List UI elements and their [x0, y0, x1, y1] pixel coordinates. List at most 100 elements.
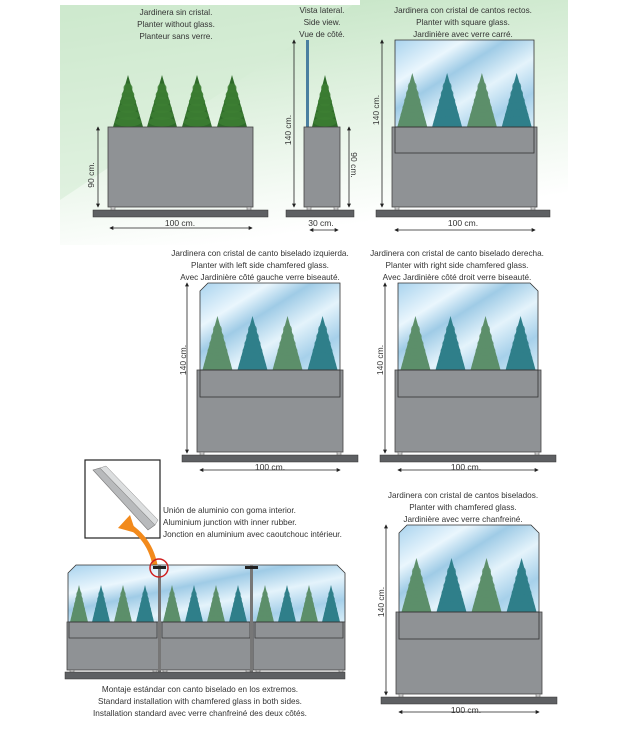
arrow-head-icon — [118, 515, 136, 533]
tree-foliage — [185, 110, 209, 120]
tree-foliage — [517, 566, 527, 577]
tree-foliage — [477, 81, 487, 92]
tree-foliage — [306, 590, 312, 598]
tree-foliage — [319, 90, 331, 100]
planter-rim — [254, 621, 344, 639]
base-slab — [64, 671, 346, 680]
height-label: 140 cm. — [178, 345, 188, 375]
tree-foliage — [440, 345, 461, 356]
tree-foliage — [189, 600, 199, 608]
tree-foliage — [326, 600, 336, 608]
tree-foliage — [76, 590, 82, 598]
tree-foliage — [408, 580, 425, 591]
tree-foliage — [401, 359, 429, 370]
caption-line: Planter with left side chamfered glass. — [191, 261, 329, 270]
junction-post — [158, 565, 161, 672]
tree-foliage — [321, 83, 329, 93]
height-label: 90 cm. — [86, 162, 96, 188]
tree-foliage — [117, 605, 129, 613]
tree-foliage — [512, 81, 522, 92]
tree-foliage — [167, 600, 177, 608]
tree-foliage — [440, 88, 454, 99]
tree-foliage — [473, 95, 490, 106]
tree-foliage — [472, 102, 492, 113]
caption-line: Montaje estándar con canto biselado en l… — [102, 685, 298, 694]
tree-foliage — [186, 610, 202, 617]
tree-foliage — [505, 109, 529, 120]
tree-foliage — [441, 587, 462, 598]
tree-foliage — [164, 610, 180, 617]
tree-foliage — [210, 605, 222, 613]
tree-foliage — [516, 324, 526, 335]
tree-foliage — [437, 102, 457, 113]
tree-foliage — [402, 102, 423, 113]
tree-foliage — [439, 95, 456, 106]
caption-line: Installation standard avec verre chanfre… — [93, 709, 307, 718]
tree-foliage — [410, 573, 423, 584]
planter-rim — [68, 621, 158, 639]
width-label: 100 cm. — [448, 218, 478, 228]
tree-foliage — [207, 614, 225, 622]
tree-foliage — [187, 103, 207, 113]
tree-foliage — [323, 610, 339, 617]
tree-foliage — [142, 590, 148, 598]
tree-foliage — [114, 117, 142, 127]
tree-foliage — [209, 338, 226, 349]
tree-foliage — [283, 595, 291, 603]
tree-foliage — [140, 600, 150, 608]
planter-box — [394, 369, 542, 453]
tree-foliage — [225, 90, 239, 100]
tree-foliage — [281, 605, 293, 613]
tree-foliage — [96, 600, 106, 608]
tree-foliage — [205, 352, 230, 363]
tree-foliage — [223, 96, 241, 107]
tree-foliage — [437, 601, 465, 612]
tree-foliage — [475, 345, 496, 356]
tree-foliage — [71, 610, 87, 617]
tree-foliage — [409, 331, 422, 342]
tree-foliage — [232, 605, 244, 613]
caption-line: Jardinera con cristal de canto biselado … — [171, 249, 349, 258]
tree-foliage — [300, 614, 318, 622]
tree-foliage — [400, 109, 424, 120]
tree-foliage — [407, 81, 417, 92]
tree-foliage — [242, 345, 263, 356]
planter-box — [196, 369, 344, 453]
tree-foliage — [328, 590, 334, 598]
tree-foliage — [305, 595, 313, 603]
tree-foliage — [313, 117, 337, 127]
junction-cap — [153, 566, 166, 569]
tree-foliage — [283, 324, 293, 335]
tree-foliage — [190, 90, 204, 100]
planter-rim — [199, 369, 341, 398]
tree-foliage — [446, 566, 456, 577]
base-slab — [181, 454, 359, 463]
tree-foliage — [74, 600, 84, 608]
tree-foliage — [207, 345, 228, 356]
tree-foliage — [405, 345, 426, 356]
tree-foliage — [325, 605, 337, 613]
tree-foliage — [513, 580, 530, 591]
tree-foliage — [433, 116, 461, 127]
tree-foliage — [473, 352, 498, 363]
tree-foliage — [309, 359, 337, 370]
tree-foliage — [435, 109, 459, 120]
base-slab — [380, 696, 558, 705]
caption-line: Jardinera con cristal de cantos biselado… — [388, 491, 538, 500]
caption-line: Jonction en aluminium avec caoutchouc in… — [163, 530, 342, 539]
tree-foliage — [507, 359, 535, 370]
caption-no-glass: Jardinera sin cristal. Planter without g… — [137, 8, 215, 41]
base-slab — [375, 209, 551, 218]
tree-foliage — [318, 324, 328, 335]
tree-foliage — [514, 331, 527, 342]
tree-foliage — [314, 338, 331, 349]
tree-foliage — [279, 338, 296, 349]
tree-foliage — [70, 614, 88, 622]
caption-line: Jardinera con cristal de cantos rectos. — [394, 6, 532, 15]
tree-foliage — [439, 594, 464, 605]
caption-line: Jardinière avec verre carré. — [413, 30, 513, 39]
tree-foliage — [116, 110, 140, 120]
tree-foliage — [411, 566, 421, 577]
tree-foliage — [119, 96, 137, 107]
